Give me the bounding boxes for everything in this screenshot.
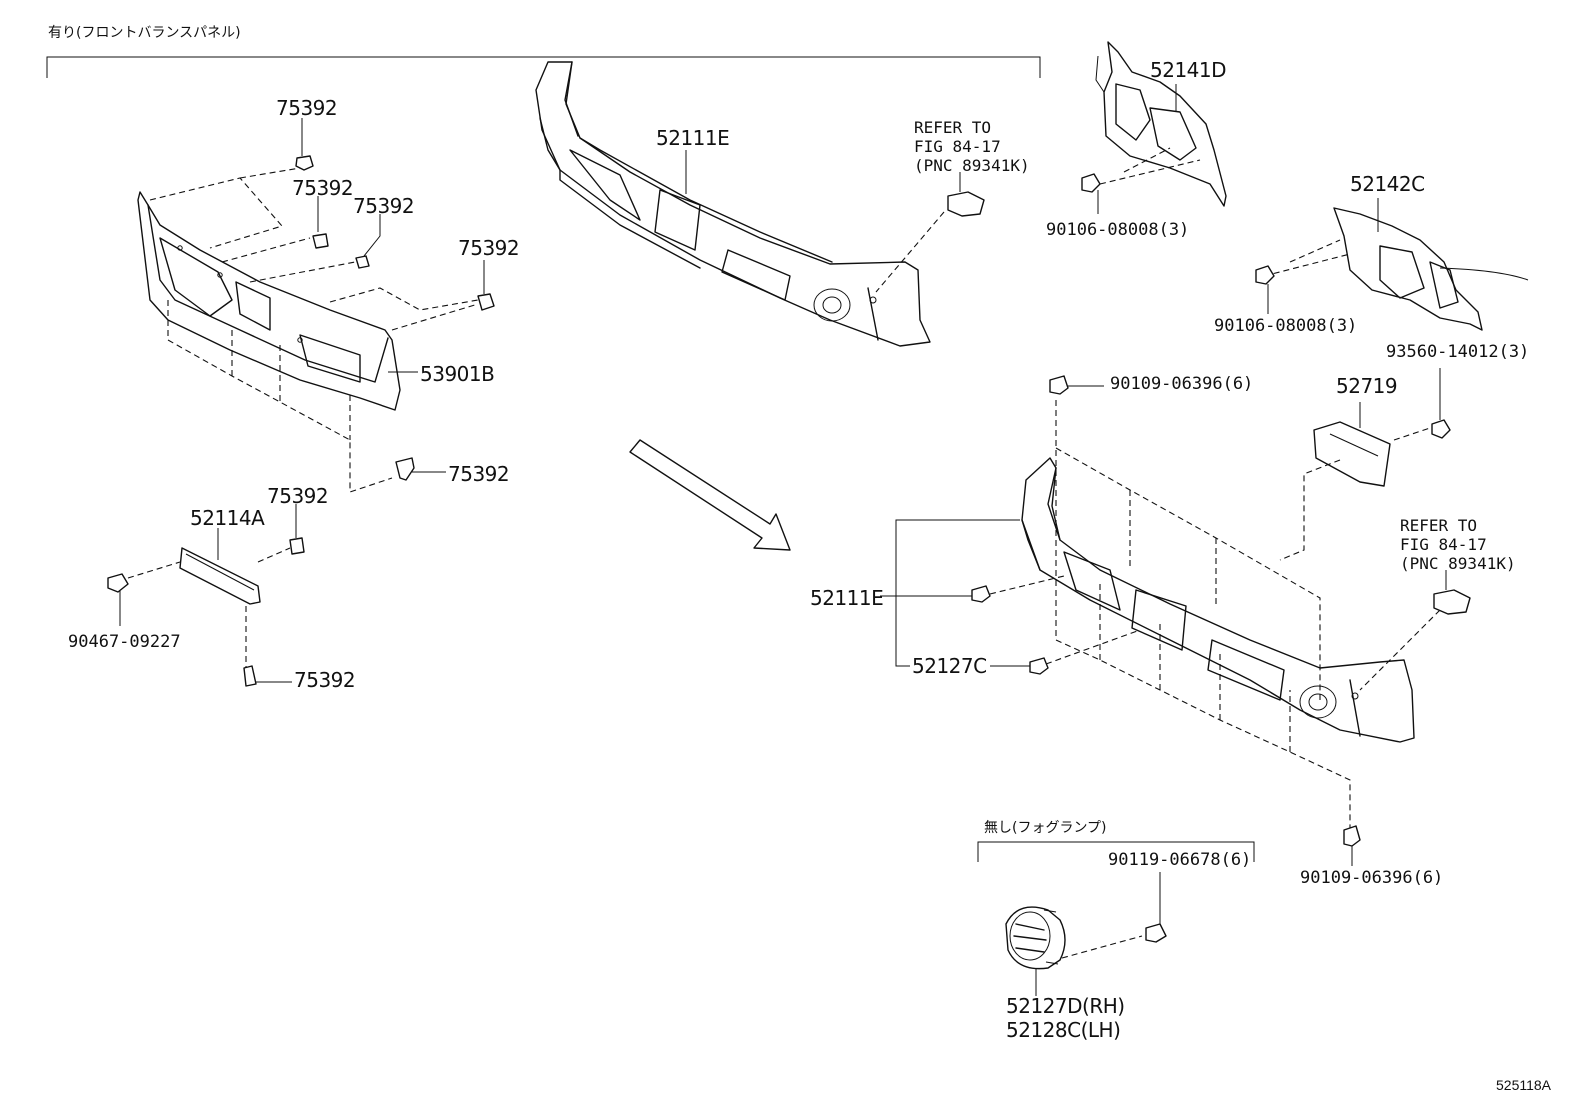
part-label-75392-d: 75392 [458, 236, 520, 260]
part-label-53901B: 53901B [420, 362, 495, 386]
reference-note-upper: REFER TO FIG 84-17 (PNC 89341K) [914, 118, 1030, 175]
reference-lower-line-2: FIG 84-17 [1400, 535, 1487, 554]
reference-upper-line-1: REFER TO [914, 118, 992, 137]
reference-lower-line-3: (PNC 89341K) [1400, 554, 1516, 573]
bracket-52142C-drawing [1333, 207, 1529, 331]
reference-note-lower: REFER TO FIG 84-17 (PNC 89341K) [1400, 516, 1516, 573]
reference-upper-line-2: FIG 84-17 [914, 137, 1001, 156]
part-label-52127C: 52127C [912, 654, 987, 678]
balance-panel-drawing [137, 191, 401, 411]
group-bracket-balance-panel [46, 56, 1041, 78]
sensor-upper [947, 191, 985, 217]
sensor-upper-dash [875, 211, 945, 293]
part-label-52114A: 52114A [190, 506, 265, 530]
group-label-no-fog-lamp: 無し(フォグランプ) [984, 820, 1107, 836]
bumper-lower-dashes [989, 400, 1441, 830]
part-label-52142C: 52142C [1350, 172, 1425, 196]
license-bracket-drawing [107, 547, 291, 668]
bracket-52141D-drawing [1095, 41, 1227, 207]
clip-52111E [971, 585, 991, 603]
part-label-90467-09227: 90467-09227 [68, 632, 181, 652]
part-label-75392-c: 75392 [353, 194, 415, 218]
bumper-upper-drawing [535, 61, 931, 347]
part-label-52111E-upper: 52111E [656, 126, 730, 150]
bolt-93560 [1431, 419, 1451, 439]
part-label-52128C-LH: 52128C(LH) [1006, 1018, 1121, 1042]
group-label-balance-panel: 有り(フロントバランスパネル) [48, 25, 241, 41]
part-label-75392-g: 75392 [294, 668, 356, 692]
clip-75392-shapes [243, 155, 495, 687]
balance-panel-dashes [149, 167, 479, 493]
bolt-90109-top [1049, 375, 1069, 395]
part-label-75392-f: 75392 [267, 484, 329, 508]
direction-arrow [629, 439, 791, 551]
part-label-75392-e: 75392 [448, 462, 510, 486]
part-label-52719: 52719 [1336, 374, 1398, 398]
sensor-lower [1433, 589, 1471, 615]
bolt-90106-b [1255, 265, 1275, 285]
part-label-93560-14012: 93560-14012(3) [1386, 342, 1530, 362]
bumper-lower-drawing [1021, 457, 1415, 743]
reference-upper-line-3: (PNC 89341K) [914, 156, 1030, 175]
cover-52719 [1313, 421, 1391, 487]
bolt-90106-a [1081, 173, 1101, 193]
part-label-75392-b: 75392 [292, 176, 354, 200]
leader-bracket-lower [895, 519, 1020, 667]
part-label-52127D-RH: 52127D(RH) [1006, 994, 1125, 1018]
clip-52127C [1029, 657, 1049, 675]
part-label-75392-a: 75392 [276, 96, 338, 120]
reference-lower-line-1: REFER TO [1400, 516, 1478, 535]
left-leaders [217, 118, 485, 683]
fog-cover-drawing [1005, 906, 1066, 970]
part-label-90119-06678: 90119-06678(6) [1108, 850, 1252, 870]
group-bracket-no-fog [977, 841, 1255, 862]
bolt-90119 [1145, 923, 1167, 943]
part-label-52111E-lower: 52111E [810, 586, 884, 610]
bolt-90109-bottom [1343, 825, 1361, 847]
part-label-90109-06396-top: 90109-06396(6) [1110, 374, 1254, 394]
part-label-52141D: 52141D [1150, 58, 1227, 82]
part-label-90106-08008-a: 90106-08008(3) [1046, 220, 1190, 240]
figure-id: 525118A [1496, 1077, 1552, 1093]
part-label-90106-08008-b: 90106-08008(3) [1214, 316, 1358, 336]
part-label-90109-06396-bottom: 90109-06396(6) [1300, 868, 1444, 888]
